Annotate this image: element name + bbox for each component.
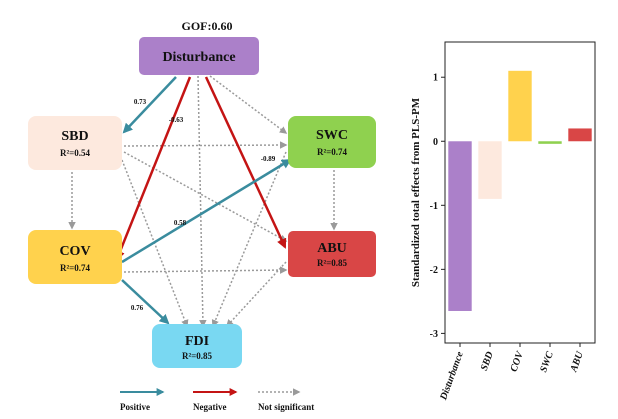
node-label: COV [59, 244, 90, 259]
path-cov-abu [123, 266, 288, 274]
node-r2: R²=0.54 [60, 148, 91, 158]
label-dist-cov: -0.63 [169, 116, 184, 124]
y-tick-label: -3 [430, 329, 438, 340]
node-fdi: FDI R²=0.85 [152, 324, 242, 368]
ns-paths [68, 75, 338, 328]
label-dist-abu: -0.89 [261, 155, 276, 163]
bar-cov [508, 70, 532, 142]
node-r2: R²=0.85 [317, 258, 348, 268]
node-label: ABU [317, 241, 347, 256]
x-tick-label: ABU [568, 350, 586, 375]
node-sbd: SBD R²=0.54 [28, 116, 122, 170]
label-dist-sbd: 0.73 [134, 98, 147, 106]
path-cov-fdi [121, 279, 170, 325]
node-abu: ABU R²=0.85 [288, 231, 376, 277]
bar-abu [568, 128, 592, 142]
x-tick-label: COV [508, 349, 526, 373]
path-dist-swc [209, 75, 288, 134]
y-axis-ticks: 1 0 -1 -2 -3 [430, 73, 445, 340]
path-cov-swc [121, 158, 292, 264]
node-label: Disturbance [162, 50, 235, 65]
label-cov-fdi: 0.76 [131, 304, 144, 312]
node-label: SBD [61, 129, 88, 144]
x-tick-label: SBD [479, 350, 496, 372]
y-tick-label: 1 [433, 73, 438, 84]
legend: Positive Negative Not significant [120, 388, 314, 412]
y-axis-label: Standardized total effects from PLS-PM [410, 97, 422, 287]
legend-negative-label: Negative [193, 402, 227, 412]
y-tick-label: -2 [430, 265, 438, 276]
path-swc-fdi [211, 151, 287, 328]
x-tick-label: Disturbance [438, 350, 466, 403]
x-tick-label: SWC [538, 350, 556, 374]
y-tick-label: 0 [433, 137, 438, 148]
total-effects-chart: 1 0 -1 -2 -3 Disturbance SBD COV SWC ABU Standar… [410, 41, 596, 402]
node-swc: SWC R²=0.74 [288, 116, 376, 168]
gof-label: GOF:0.60 [182, 19, 233, 33]
node-label: FDI [185, 334, 209, 349]
legend-positive-label: Positive [120, 402, 150, 412]
node-r2: R²=0.74 [60, 263, 91, 273]
path-dist-sbd [122, 76, 177, 134]
node-label: SWC [316, 128, 348, 143]
label-cov-swc: 0.58 [174, 219, 187, 227]
legend-ns-label: Not significant [258, 402, 314, 412]
y-tick-label: -1 [430, 201, 438, 212]
node-cov: COV R²=0.74 [28, 230, 122, 284]
path-dist-abu [204, 76, 287, 249]
bar-swc [538, 141, 562, 144]
bar-disturbance [448, 141, 472, 311]
bars [448, 70, 592, 311]
path-abu-fdi [225, 261, 287, 328]
path-dist-cov [115, 76, 192, 261]
sig-paths [115, 76, 292, 325]
x-axis-ticks: Disturbance SBD COV SWC ABU [438, 343, 586, 402]
bar-sbd [478, 141, 502, 199]
path-dist-fdi [197, 75, 207, 328]
path-diagram: GOF:0.60 0.73 -0.63 -0.89 0.58 0.76 [28, 19, 376, 412]
node-r2: R²=0.85 [182, 351, 213, 361]
node-disturbance: Disturbance [139, 37, 259, 75]
node-r2: R²=0.74 [317, 147, 348, 157]
path-sbd-swc [123, 141, 288, 149]
path-sbd-abu [123, 151, 288, 242]
